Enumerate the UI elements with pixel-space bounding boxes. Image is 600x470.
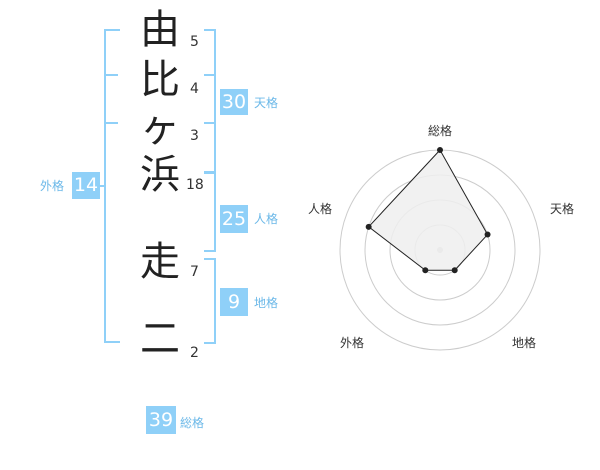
chikaku-label: 地格 <box>254 296 279 310</box>
name-char-5: 走 <box>140 239 180 285</box>
name-char-1: 由 <box>140 7 180 53</box>
radar-axis-label-tenkaku: 天格 <box>550 202 575 216</box>
name-char-6: 二 <box>140 316 180 362</box>
name-char-4: 浜 <box>140 152 180 198</box>
chikaku-value-box: 9 <box>220 288 248 316</box>
stroke-count-4: 18 <box>186 177 204 193</box>
radar-axis-label-gaikaku: 外格 <box>340 336 365 350</box>
tenkaku-value-box: 30 <box>220 89 248 115</box>
radar-point-3 <box>451 267 458 274</box>
gaikaku-bracket <box>104 29 120 343</box>
name-char-2: 比 <box>140 57 180 103</box>
stroke-count-2: 4 <box>190 81 199 97</box>
stroke-count-5: 7 <box>190 264 199 280</box>
tenkaku-bracket-tick <box>204 74 214 76</box>
tenkaku-bracket-tick <box>204 122 214 124</box>
gaikaku-bracket-connector <box>98 185 104 187</box>
jinkaku-bracket <box>204 172 216 252</box>
stroke-count-6: 2 <box>190 345 199 361</box>
radar-axis-label-chikaku: 地格 <box>512 336 537 350</box>
jinkaku-label: 人格 <box>254 212 279 226</box>
radar-point-4 <box>422 267 429 274</box>
stroke-count-3: 3 <box>190 128 199 144</box>
jinkaku-value-box: 25 <box>220 205 248 233</box>
radar-point-2 <box>484 231 491 238</box>
soukaku-label: 総格 <box>180 416 205 430</box>
chikaku-bracket <box>204 258 216 344</box>
radar-point-5 <box>365 223 372 230</box>
soukaku-value-box: 39 <box>146 406 176 434</box>
name-char-3: ヶ <box>140 105 180 151</box>
stroke-count-1: 5 <box>190 34 199 50</box>
radar-data-area <box>367 149 489 271</box>
gaikaku-bracket-tick <box>104 122 118 124</box>
gaikaku-value-box: 14 <box>72 172 100 199</box>
radar-axis-label-soukaku: 総格 <box>428 124 453 138</box>
tenkaku-label: 天格 <box>254 96 279 110</box>
gaikaku-bracket-tick <box>104 74 118 76</box>
gaikaku-label: 外格 <box>40 179 65 193</box>
radar-point-1 <box>437 147 443 153</box>
radar-axis-label-jinkaku: 人格 <box>308 202 333 216</box>
